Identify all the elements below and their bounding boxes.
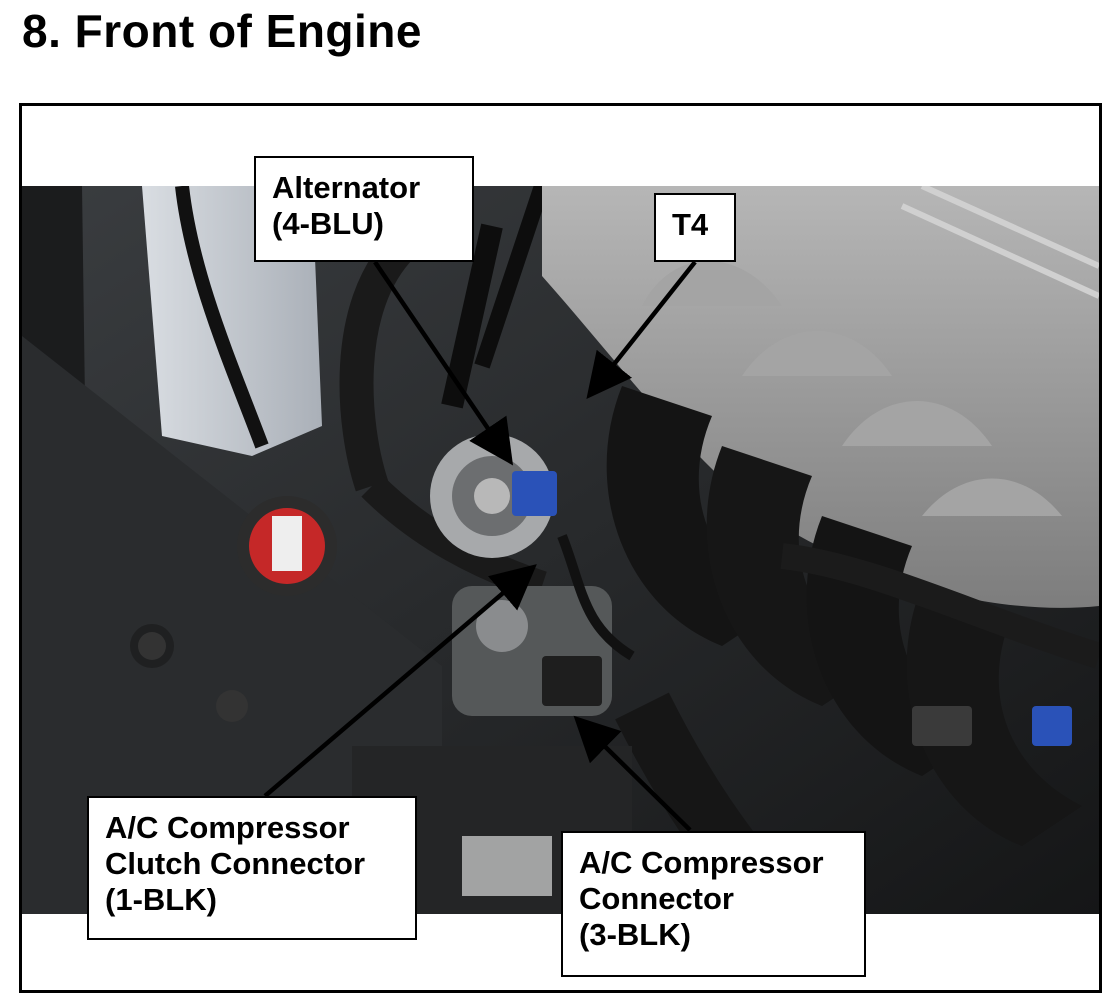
callout-alternator: Alternator (4-BLU) xyxy=(254,156,474,262)
callout-ac-clutch-line2: Clutch Connector xyxy=(105,846,366,881)
callout-ac-compressor-connector: A/C Compressor Connector (3-BLK) xyxy=(561,831,866,977)
callout-ac-clutch-line3: (1-BLK) xyxy=(105,882,217,917)
callout-ac-clutch-line1: A/C Compressor xyxy=(105,810,350,845)
callout-ac-compressor-line3: (3-BLK) xyxy=(579,917,691,952)
callout-ac-compressor-line2: Connector xyxy=(579,881,734,916)
page-title: 8. Front of Engine xyxy=(22,5,422,57)
callout-alternator-line1: Alternator xyxy=(272,170,421,205)
callout-t4-line1: T4 xyxy=(672,207,709,242)
callout-t4: T4 xyxy=(654,193,736,262)
callout-alternator-line2: (4-BLU) xyxy=(272,206,384,241)
callout-ac-compressor-line1: A/C Compressor xyxy=(579,845,824,880)
callout-ac-clutch-connector: A/C Compressor Clutch Connector (1-BLK) xyxy=(87,796,417,940)
